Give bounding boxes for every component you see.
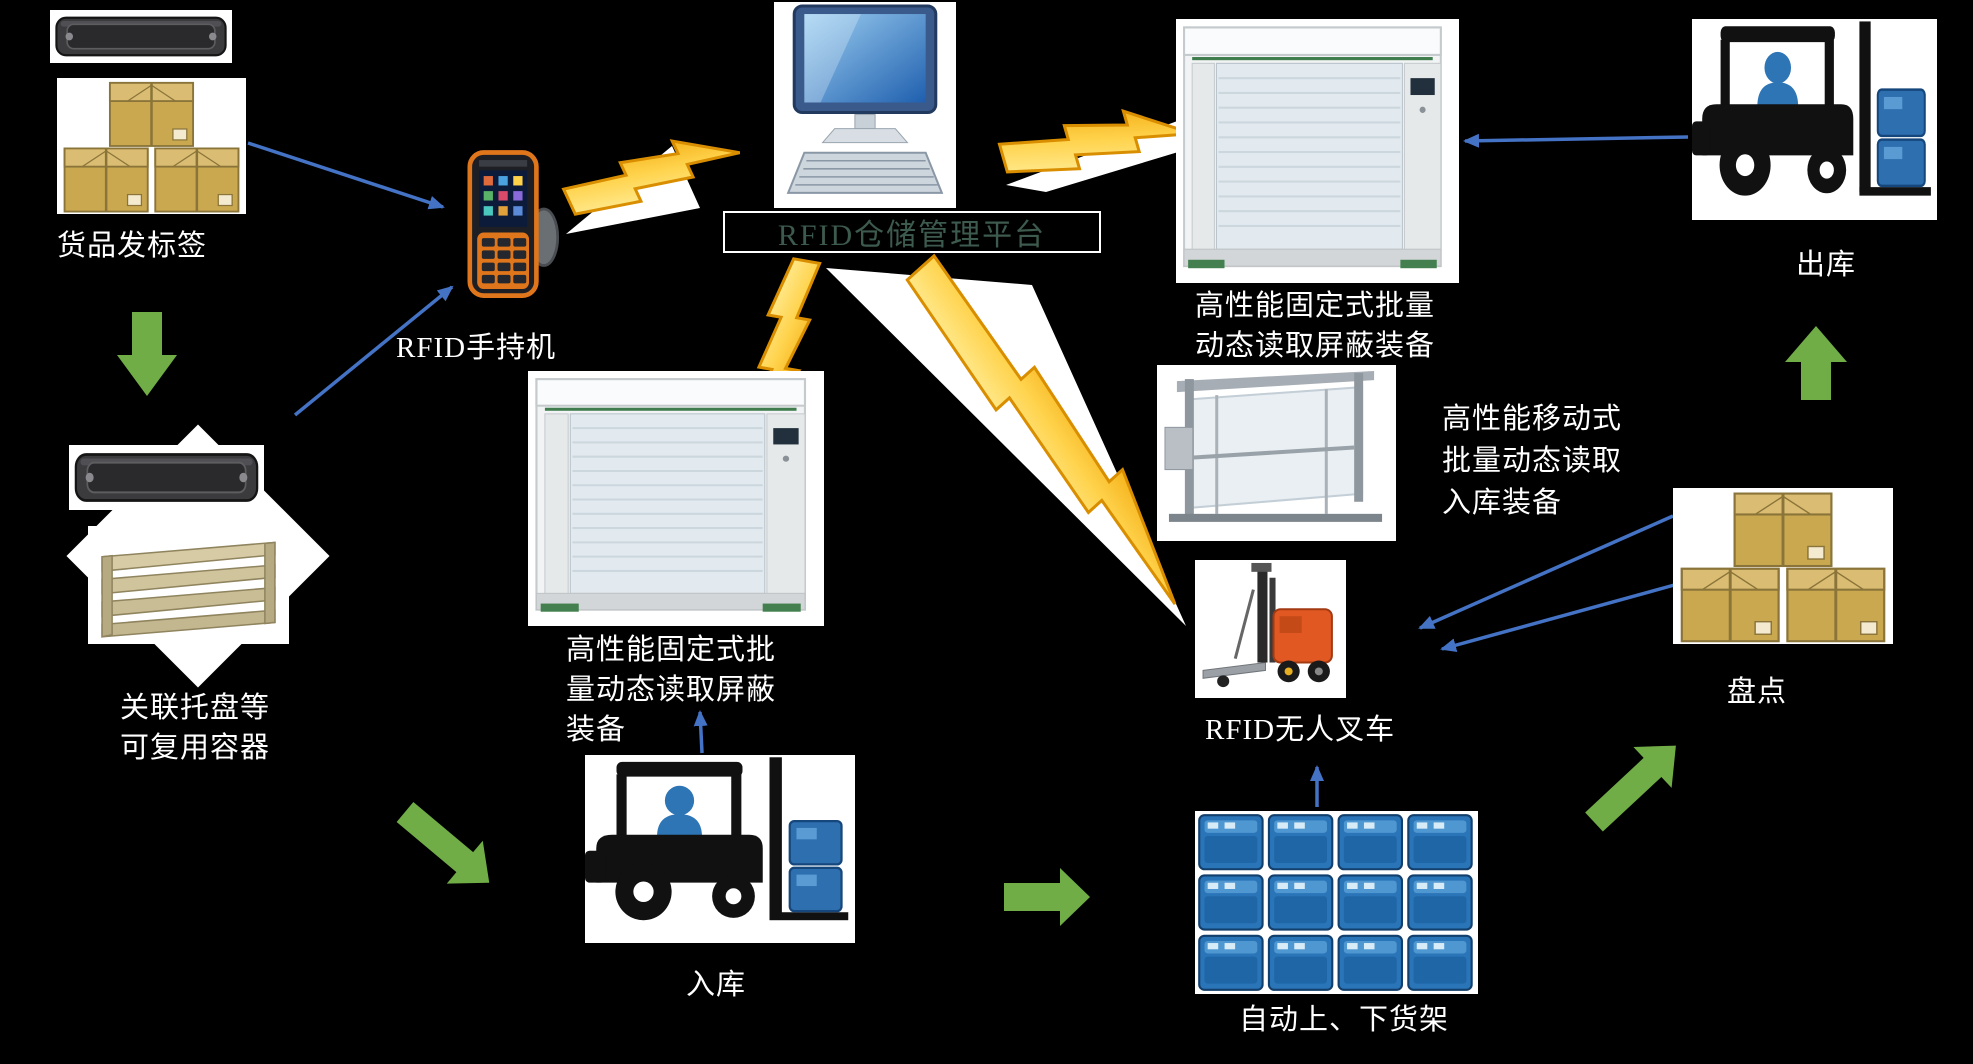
shielding-gate-icon [535, 378, 807, 613]
shielding-gate-icon [1183, 26, 1442, 270]
rfid-tag-icon [74, 453, 259, 502]
outbound-label: 出库 [1796, 249, 1857, 281]
pallet-tray-icon [101, 541, 276, 638]
inbound-label: 入库 [686, 969, 747, 1001]
cardboard-boxes-icon [1673, 488, 1893, 644]
green-arrow-diagonal-in [396, 802, 490, 884]
fixed-gate-right-label: 高性能固定式批量 动态读取屏蔽装备 [1195, 290, 1436, 362]
fixed-gate-right-card [1176, 19, 1459, 283]
signal-wedge [826, 268, 1186, 626]
platform-title: RFID仓储管理平台 [777, 219, 1047, 252]
arrow-boxes-to-handheld [247, 141, 445, 210]
fixed-gate-mid-card [528, 371, 824, 626]
gantry-frame-icon [1164, 371, 1383, 522]
green-arrow-right [1004, 868, 1090, 926]
handheld-label: RFID手持机 [396, 332, 557, 364]
racks-label: 自动上、下货架 [1239, 1004, 1450, 1036]
goods-tag-label: 货品发标签 [57, 230, 208, 262]
storage-racks-card [1195, 811, 1478, 994]
rfid-tag-icon [55, 16, 227, 57]
gantry-frame-card [1157, 365, 1396, 541]
arrow-forklift-to-gate [1463, 133, 1689, 148]
green-arrow-diagonal-up [1585, 745, 1676, 832]
goods-boxes-card [57, 78, 246, 214]
pallet-tag-card [69, 445, 264, 510]
pallet-tray-card [88, 526, 289, 644]
mobile-gate-label: 高性能移动式 批量动态读取 入库装备 [1442, 403, 1623, 519]
handheld-reader [455, 145, 566, 305]
stocktake-label: 盘点 [1727, 676, 1788, 708]
green-arrow-up [1785, 326, 1847, 400]
inbound-forklift-card [585, 755, 855, 943]
rfid-tag-card [50, 10, 232, 63]
arrow-stocktake-to-agv-1 [1418, 514, 1674, 630]
arrow-stocktake-to-agv-2 [1440, 582, 1679, 653]
cardboard-boxes-icon [57, 78, 246, 214]
blue-arrows [247, 133, 1689, 807]
platform-computer-card [774, 2, 956, 208]
forklift-icon [1692, 20, 1933, 197]
arrow-forklift-to-midgate [693, 710, 708, 754]
outbound-forklift-card [1692, 19, 1937, 220]
arrow-pallet-to-handheld [293, 285, 454, 417]
storage-racks-icon [1198, 814, 1473, 991]
green-arrows [117, 312, 1847, 926]
handheld-reader-icon [467, 150, 560, 298]
stocktake-boxes-card [1673, 488, 1893, 644]
agv-label: RFID无人叉车 [1205, 714, 1396, 746]
forklift-icon [585, 756, 850, 922]
desktop-computer-icon [786, 4, 944, 194]
platform-title-box: RFID仓储管理平台 [723, 211, 1101, 253]
agv-forklift-card [1195, 560, 1346, 698]
agv-forklift-icon [1202, 562, 1333, 688]
pallet-label: 关联托盘等 可复用容器 [120, 692, 271, 764]
green-arrow-down [117, 312, 177, 396]
signal-wedge [1006, 120, 1218, 192]
fixed-gate-mid-label: 高性能固定式批 量动态读取屏蔽 装备 [566, 634, 777, 746]
